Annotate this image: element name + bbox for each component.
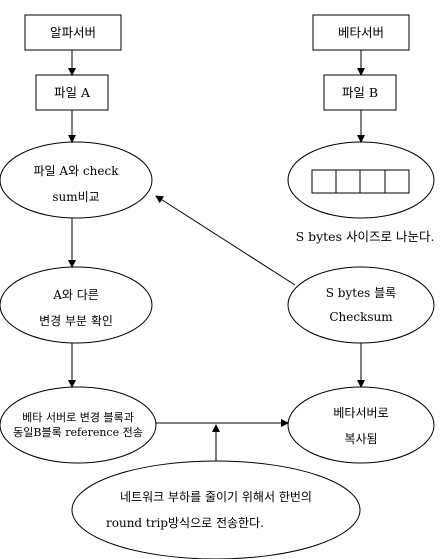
file-b-box <box>323 74 397 111</box>
file-b-label: 파일 B <box>341 85 379 100</box>
diff-label-line1: A와 다른 <box>53 288 99 302</box>
file-a-box <box>35 74 109 111</box>
block-strip <box>311 169 410 194</box>
arrow-checksum-to-compare <box>155 195 296 286</box>
copy-label-line2: 복사됨 <box>344 432 378 446</box>
alpha-server-label: 알파서버 <box>49 25 96 40</box>
checksum-label-line1: S bytes 블록 <box>325 286 397 300</box>
compare-label-line1: 파일 A와 check <box>33 164 119 178</box>
compare-label-line2: sum비교 <box>52 190 100 204</box>
roundtrip-note-line2: round trip방식으로 전송한다. <box>106 516 264 530</box>
diff-node <box>0 266 153 344</box>
diff-label-line2: 변경 부분 확인 <box>39 314 113 328</box>
transfer-label-line2: 동일B블록 reference 전송 <box>13 426 143 439</box>
transfer-node <box>0 386 157 464</box>
beta-server-box <box>312 14 410 51</box>
compare-checksum-node <box>0 141 153 219</box>
file-a-label: 파일 A <box>53 85 90 100</box>
split-note-label: S bytes 사이즈로 나눈다. <box>295 229 435 244</box>
copy-label-line1: 베타서버로 <box>333 406 389 420</box>
checksum-label-line2: Checksum <box>329 310 393 324</box>
beta-server-label: 베타서버 <box>337 25 384 40</box>
alpha-server-box <box>24 14 122 51</box>
roundtrip-note-line1: 네트워크 부하를 줄이기 위해서 한번의 <box>120 490 312 504</box>
transfer-label-line1: 베타 서버로 변경 블록과 <box>22 411 134 424</box>
